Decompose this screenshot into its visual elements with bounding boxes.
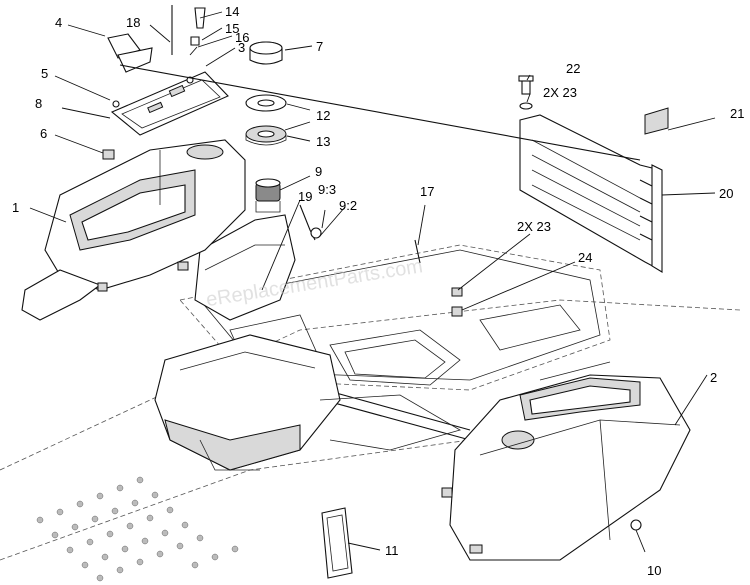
callout-5: 5 xyxy=(41,66,48,81)
floor-pan-holes xyxy=(36,476,239,582)
bushing-6 xyxy=(102,149,115,160)
fender-pod-right-2 xyxy=(441,374,691,561)
callout-21: 21 xyxy=(730,106,744,121)
control-panel-3 xyxy=(110,71,229,136)
callout-9-3: 9:3 xyxy=(318,182,336,197)
callout-23-top: 2X 23 xyxy=(543,85,577,100)
callout-22: 22 xyxy=(566,61,580,76)
callout-2: 2 xyxy=(710,370,717,385)
callout-15: 15 xyxy=(225,21,239,36)
leader-lines xyxy=(29,11,716,553)
seat-pan xyxy=(154,334,462,471)
callout-12: 12 xyxy=(316,108,330,123)
foot-pad-11 xyxy=(321,507,353,579)
decal-21 xyxy=(644,107,669,135)
callout-11: 11 xyxy=(385,543,399,558)
callout-9-2: 9:2 xyxy=(339,198,357,213)
callout-24: 24 xyxy=(578,250,592,265)
fender-pod-left-1 xyxy=(21,139,246,321)
callout-10: 10 xyxy=(647,563,661,578)
callout-18: 18 xyxy=(126,15,140,30)
callout-8: 8 xyxy=(35,96,42,111)
callout-14: 14 xyxy=(225,4,239,19)
callout-17: 17 xyxy=(420,184,434,199)
callout-6: 6 xyxy=(40,126,47,141)
fuel-tank-9 xyxy=(194,178,296,321)
callout-9: 9 xyxy=(315,164,322,179)
gasket-12 xyxy=(245,94,287,112)
callout-1: 1 xyxy=(12,200,19,215)
callout-3: 3 xyxy=(238,40,245,55)
callout-7: 7 xyxy=(316,39,323,54)
rod-17 xyxy=(119,64,641,264)
bolt-22 xyxy=(518,75,534,110)
callout-20: 20 xyxy=(719,186,733,201)
knob-and-cable xyxy=(171,5,206,56)
callout-23-mid: 2X 23 xyxy=(517,219,551,234)
callout-16: 16 xyxy=(235,30,249,45)
screw-5 xyxy=(112,100,120,108)
fuel-cap-7 xyxy=(249,41,283,65)
nut-24 xyxy=(451,287,463,317)
callout-4: 4 xyxy=(55,15,62,30)
callout-labels: 1 2 3 4 5 6 7 8 9 9:3 9:2 10 11 12 13 14… xyxy=(12,4,744,578)
fuel-line xyxy=(299,204,322,241)
heat-shield-20 xyxy=(519,114,663,273)
screw-10 xyxy=(630,519,642,531)
gasket-13 xyxy=(245,125,287,146)
callout-19: 19 xyxy=(298,189,312,204)
callout-13: 13 xyxy=(316,134,330,149)
